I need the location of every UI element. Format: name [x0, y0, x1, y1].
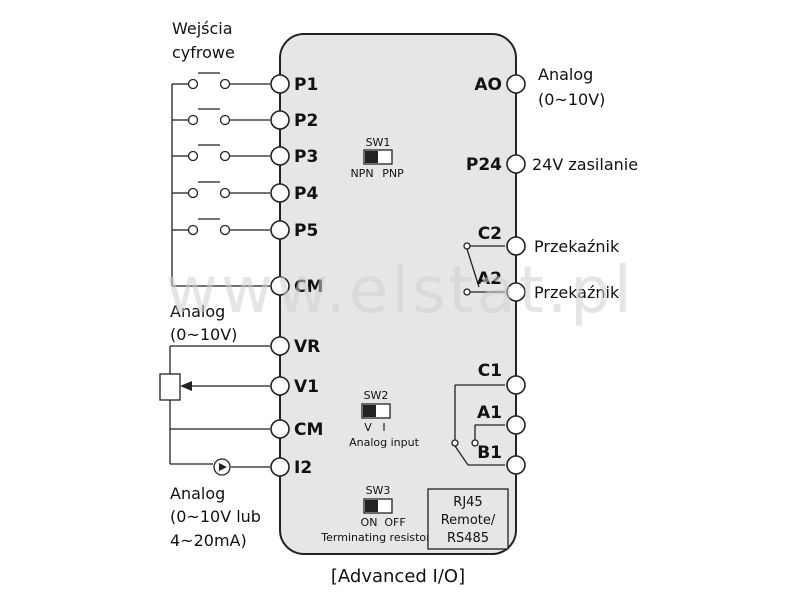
current-arrow-icon: [219, 463, 227, 471]
terminal-label: P2: [294, 111, 318, 131]
rj45-label: Remote/: [441, 513, 496, 528]
digital-inputs-label: Wejścia: [172, 19, 233, 38]
terminal-label: V1: [294, 377, 319, 397]
diagram-caption: [Advanced I/O]: [331, 566, 465, 587]
relay-label: Przekaźnik: [534, 283, 620, 302]
sw2-right-label: I: [382, 421, 385, 434]
right-terminals: [506, 74, 526, 475]
left-terminals: [270, 74, 290, 477]
terminal-label: A1: [477, 403, 502, 423]
sw1-slider: [365, 151, 378, 163]
terminal-p5: [270, 220, 290, 240]
sw3-label: SW3: [366, 484, 391, 497]
analog-i2-label: Analog: [170, 484, 225, 503]
terminal-vr: [270, 336, 290, 356]
terminal-label: P4: [294, 184, 318, 204]
rj45-label: RS485: [447, 531, 489, 546]
switch-p1: [172, 72, 270, 90]
sw2-slider: [363, 405, 376, 417]
sw3-slider: [365, 500, 378, 512]
terminal-p1: [270, 74, 290, 94]
sw2-left-label: V: [364, 421, 372, 434]
terminal-label: A2: [477, 269, 502, 289]
analog-i2-label: (0~10V lub: [170, 507, 261, 526]
terminal-label: CM: [294, 420, 323, 440]
terminal-label: P3: [294, 147, 318, 167]
analog-out-label: (0~10V): [538, 90, 605, 109]
switch-p5: [172, 218, 270, 236]
sw1-right-label: PNP: [382, 167, 404, 180]
switch-p3: [172, 144, 270, 162]
potentiometer: [159, 373, 181, 401]
sw2-label: SW2: [364, 389, 389, 402]
rj45-label: RJ45: [453, 495, 482, 510]
relay-label: Przekaźnik: [534, 237, 620, 256]
analog-in-label: (0~10V): [170, 325, 237, 344]
sw3-caption: Terminating resistor: [320, 531, 431, 544]
terminal-label: C2: [478, 224, 502, 244]
terminal-c2: [506, 236, 526, 256]
sw3-right-label: OFF: [384, 516, 405, 529]
analog-in-label: Analog: [170, 302, 225, 321]
sw1-left-label: NPN: [350, 167, 373, 180]
supply-label: 24V zasilanie: [532, 155, 638, 174]
terminal-label: AO: [474, 75, 502, 95]
terminal-a2: [506, 282, 526, 302]
analog-i2-label: 4~20mA): [170, 531, 247, 550]
terminal-ao: [506, 74, 526, 94]
terminal-i2: [270, 457, 290, 477]
terminal-label: P24: [466, 155, 502, 175]
terminal-p24: [506, 154, 526, 174]
terminal-label: I2: [294, 458, 312, 478]
watermark: www.elstat.pl: [165, 254, 634, 328]
digital-input-wiring: [171, 72, 270, 287]
terminal-label: VR: [294, 337, 320, 357]
terminal-p2: [270, 110, 290, 130]
terminal-p3: [270, 146, 290, 166]
terminal-b1: [506, 455, 526, 475]
terminal-label: P5: [294, 221, 318, 241]
terminal-label: C1: [478, 361, 502, 381]
sw3-left-label: ON: [361, 516, 378, 529]
analog-input-wiring: [159, 345, 270, 476]
terminal-label: B1: [477, 443, 502, 463]
relay-wiring: [451, 242, 505, 466]
terminal-label: CM: [294, 277, 323, 297]
sw2-caption: Analog input: [349, 436, 419, 449]
terminal-label: P1: [294, 75, 318, 95]
terminal-v1: [270, 376, 290, 396]
terminal-cm-2: [270, 419, 290, 439]
switch-p4: [172, 181, 270, 199]
rj45-box: [427, 488, 509, 550]
terminal-c1: [506, 375, 526, 395]
terminal-a1: [506, 415, 526, 435]
switch-p2: [172, 108, 270, 126]
terminal-p4: [270, 183, 290, 203]
digital-inputs-label: cyfrowe: [172, 43, 235, 62]
sw1-label: SW1: [366, 136, 391, 149]
wiper-arrow-icon: [180, 381, 192, 391]
analog-out-label: Analog: [538, 65, 593, 84]
terminal-cm-1: [270, 276, 290, 296]
